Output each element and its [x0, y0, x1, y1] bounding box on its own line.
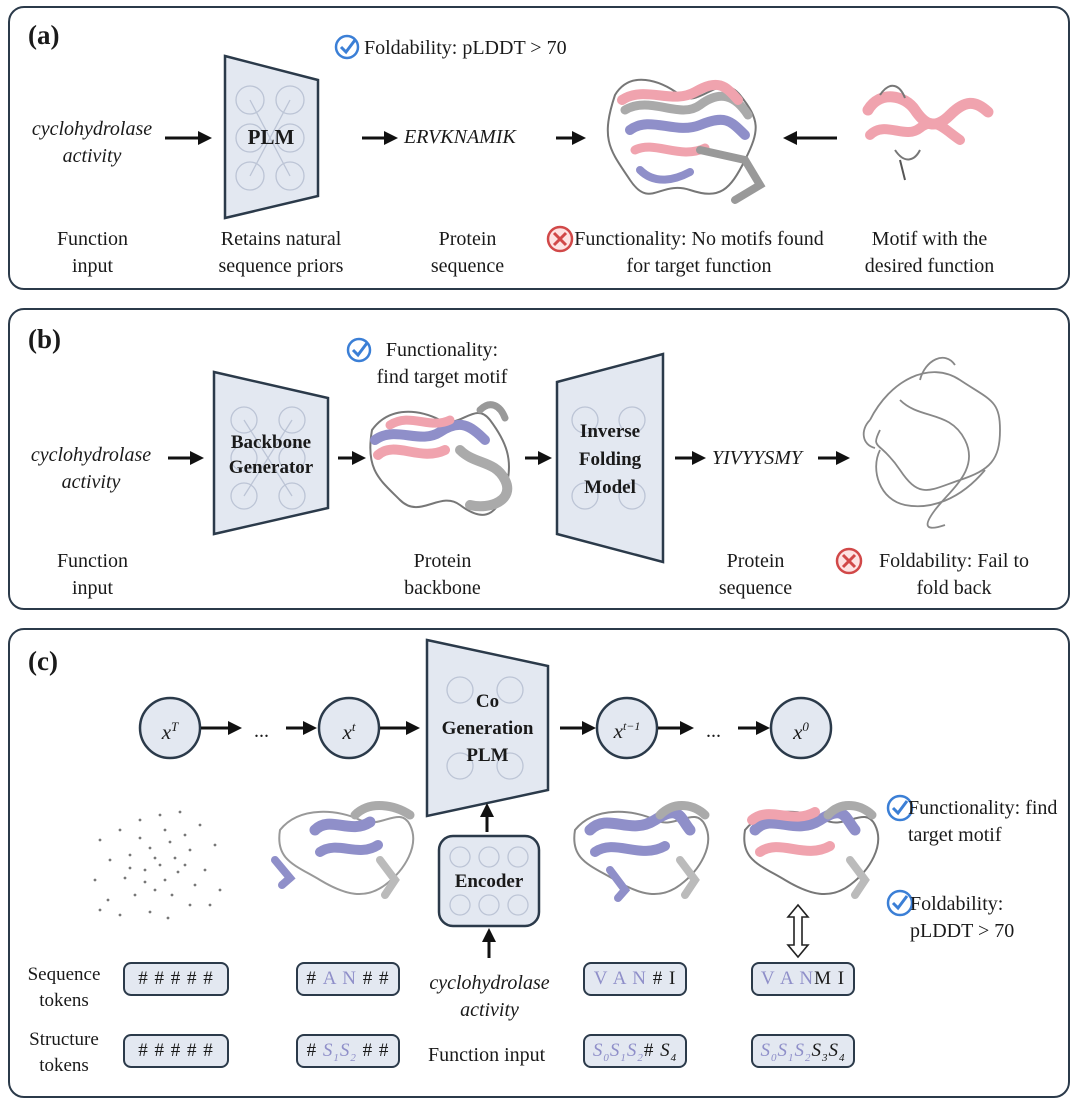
- panel-b-cap-sequence: Protein sequence: [718, 550, 793, 599]
- panel-a-label: (a): [28, 20, 60, 50]
- state-circle-xt: [317, 696, 381, 760]
- seq-token-box-x0: V A NM I: [751, 962, 855, 996]
- unfolded-protein-structure: [862, 356, 1001, 529]
- fail-icon-b: [835, 547, 863, 575]
- struct-token-box-xt: # S1S2 # #: [296, 1034, 400, 1068]
- panel-a: [8, 6, 1070, 290]
- panel-b-cap-backbone: Protein backbone: [404, 550, 481, 599]
- panel-a-cap-protein-sequence: Protein sequence: [430, 228, 505, 277]
- cogen-plm-label: Co Generation PLM: [441, 691, 534, 766]
- structure-x0: [743, 801, 880, 899]
- structure-xt1: [573, 801, 710, 902]
- panel-a-cap-motif: Motif with the desired function: [864, 228, 995, 277]
- state-circle-x0: [769, 696, 833, 760]
- panel-b-label: (b): [28, 324, 61, 354]
- check-icon: [334, 34, 360, 60]
- inverse-folding-label: Inverse Folding Model: [578, 421, 642, 498]
- panel-b-check-text: Functionality: find target motif: [376, 339, 508, 388]
- panel-a-cap-function-input: Function input: [56, 228, 129, 277]
- protein-backbone-structure: [369, 401, 513, 516]
- struct-token-box-xT: # # # # #: [123, 1034, 229, 1068]
- inverse-folding-shape: [555, 352, 665, 564]
- struct-token-box-x0: S0S1S2S3S4: [751, 1034, 855, 1068]
- panel-a-sequence: ERVKNAMIK: [404, 126, 516, 148]
- panel-b-sequence: YIVYYSMY: [712, 447, 803, 469]
- double-arrow-icon: [786, 903, 810, 959]
- check-icon-c2: [886, 889, 914, 917]
- check-icon-b: [346, 337, 372, 363]
- seq-token-box-xT: # # # # #: [123, 962, 229, 996]
- panel-a-fail-text: Functionality: No motifs found for targe…: [574, 228, 824, 277]
- state-label-xT: xT: [161, 719, 179, 744]
- panel-b-cap-function-input: Function input: [56, 550, 129, 599]
- panel-c-check1-text: Functionality: find target motif: [908, 797, 1058, 846]
- noise-point-cloud: [93, 810, 222, 920]
- state-label-x0: x0: [793, 719, 809, 744]
- cogen-plm-shape: [425, 638, 550, 818]
- panel-a-check-text: Foldability: pLDDT > 70: [334, 34, 567, 62]
- struct-token-box-xt1: S0S1S2# S4: [583, 1034, 687, 1068]
- ellipsis-1: ...: [254, 720, 269, 742]
- state-circle-xT: [138, 696, 202, 760]
- panel-a-input-text: cyclohydrolase activity: [31, 118, 153, 167]
- plm-model-shape: [223, 54, 320, 220]
- backbone-generator-label: Backbone Generator: [228, 432, 314, 478]
- state-circle-xt1: [595, 696, 659, 760]
- state-label-xt1: xt−1: [613, 719, 641, 743]
- panel-c-function-input-label: Function input: [428, 1044, 546, 1066]
- check-icon-c1: [886, 794, 914, 822]
- state-label-xt: xt: [342, 719, 356, 744]
- panel-c-input-text: cyclohydrolase activity: [429, 972, 550, 1021]
- structure-xt: [271, 801, 415, 899]
- protein-structure-a: [606, 78, 766, 204]
- fail-icon-a: [546, 225, 574, 253]
- motif-structure: [862, 84, 994, 181]
- row-label-sequence: Sequence tokens: [27, 964, 101, 1011]
- panel-b-fail-text: Foldability: Fail to fold back: [878, 550, 1029, 599]
- seq-token-box-xt1: V A N # I: [583, 962, 687, 996]
- panel-a-cap-plm: Retains natural sequence priors: [218, 228, 344, 277]
- seq-token-box-xt: # A N # #: [296, 962, 400, 996]
- encoder-label: Encoder: [454, 871, 524, 892]
- panel-c-check2-text: Foldability: pLDDT > 70: [910, 893, 1015, 942]
- encoder-shape: [437, 834, 541, 928]
- panel-b-input-text: cyclohydrolase activity: [30, 444, 152, 493]
- plm-label: PLM: [247, 125, 295, 149]
- ellipsis-2: ...: [706, 720, 721, 742]
- row-label-structure: Structure tokens: [29, 1029, 99, 1076]
- panel-c-label: (c): [28, 646, 58, 676]
